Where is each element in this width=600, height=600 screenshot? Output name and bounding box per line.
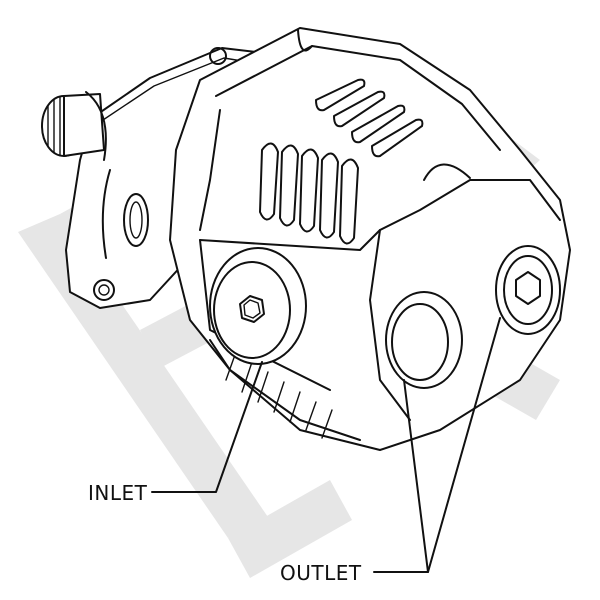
inlet-label: INLET <box>88 481 148 505</box>
outlet-leader <box>373 317 501 573</box>
outlet-port-open <box>385 291 463 389</box>
outlet-port-plugged <box>495 245 561 335</box>
pump-body <box>169 27 571 451</box>
inlet-port <box>209 247 307 365</box>
outlet-label: OUTLET <box>280 561 362 585</box>
input-shaft <box>41 91 107 161</box>
inlet-leader <box>151 361 263 493</box>
